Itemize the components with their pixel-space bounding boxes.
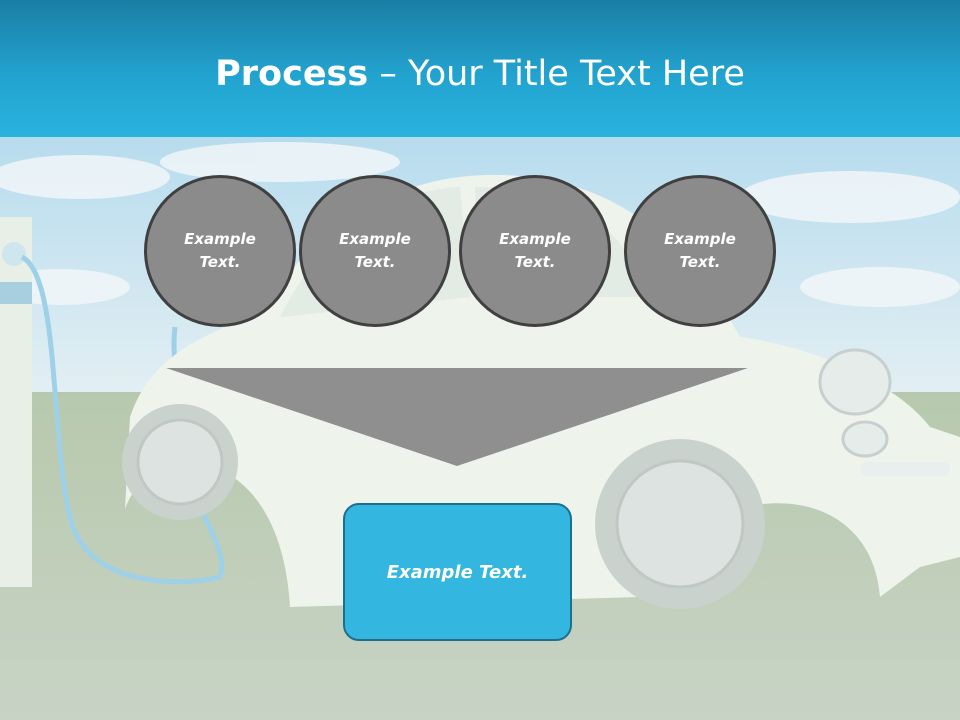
- result-label: Example Text.: [386, 561, 529, 583]
- title-bold: Process: [215, 54, 369, 94]
- charging-post: [0, 217, 32, 587]
- funnel-arrow: [166, 368, 748, 466]
- title-bar: Process – Your Title Text Here: [0, 0, 960, 137]
- step-circle-4[interactable]: Example Text.: [624, 175, 776, 327]
- step-label-3: Example Text.: [499, 230, 571, 271]
- step-circle-1[interactable]: Example Text.: [144, 175, 296, 327]
- step-label-4: Example Text.: [664, 230, 736, 271]
- slide-title: Process – Your Title Text Here: [0, 52, 960, 96]
- clouds: [0, 142, 960, 307]
- step-circle-3[interactable]: Example Text.: [459, 175, 611, 327]
- step-label-2: Example Text.: [339, 230, 411, 271]
- result-box[interactable]: Example Text.: [343, 503, 572, 641]
- step-label-1: Example Text.: [184, 230, 256, 271]
- title-rest: – Your Title Text Here: [368, 54, 745, 94]
- step-circle-2[interactable]: Example Text.: [299, 175, 451, 327]
